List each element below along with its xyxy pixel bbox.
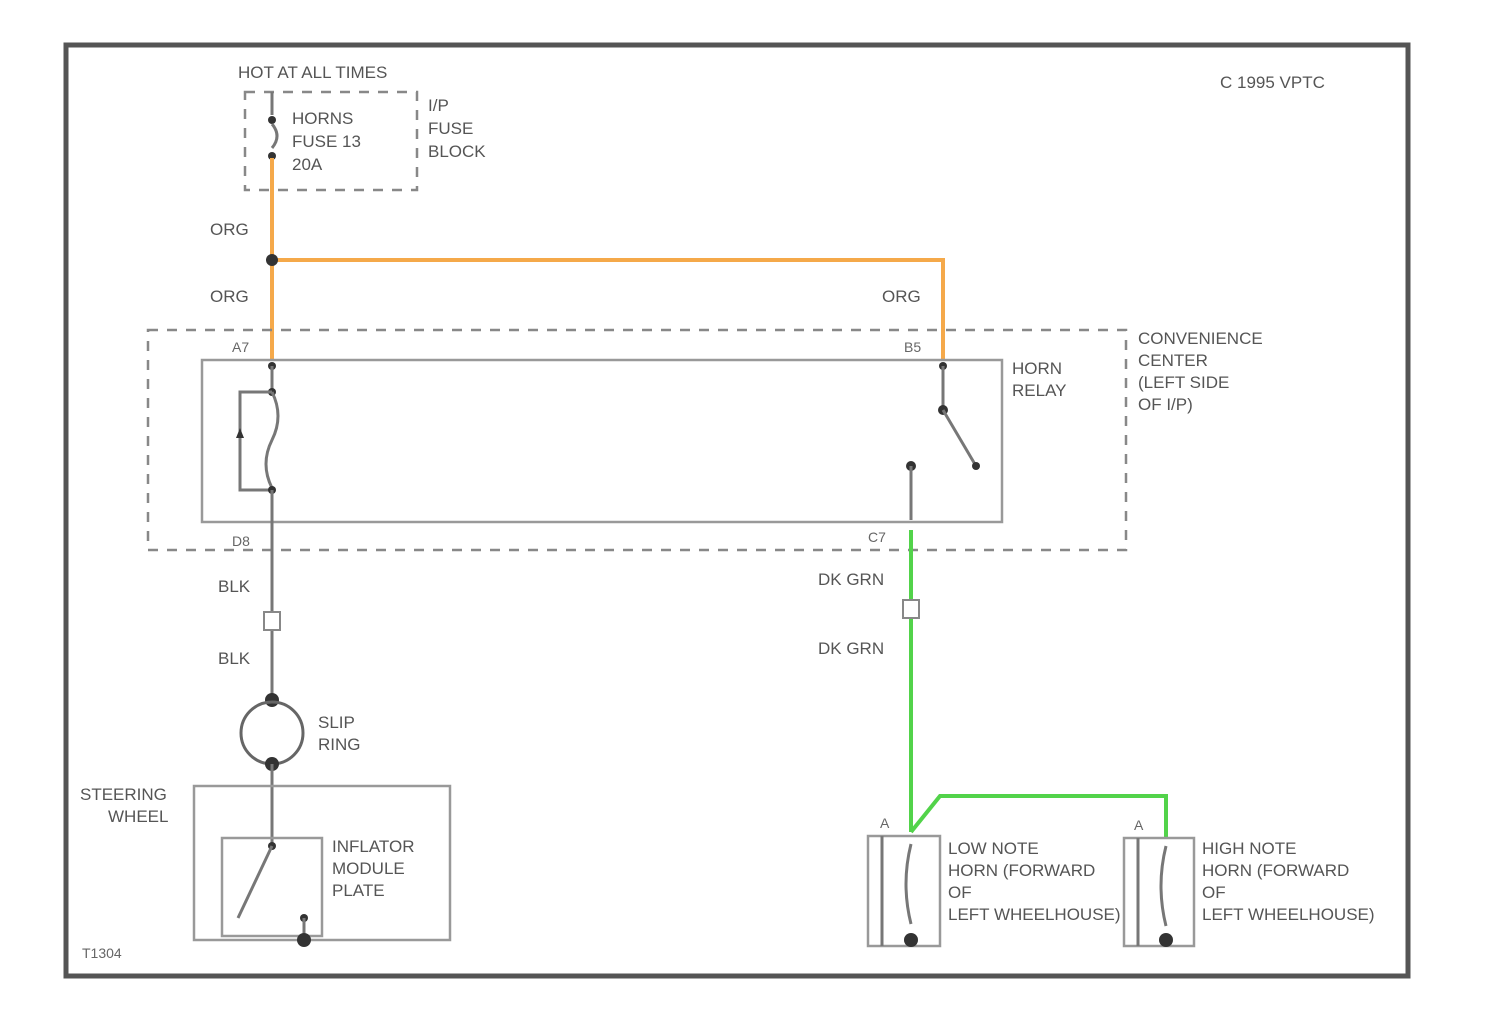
horn-relay-box: [202, 360, 1002, 522]
high-horn-icon: [1161, 846, 1166, 926]
steering-wheel-label-1: STEERING: [80, 785, 167, 804]
blk-wire-label-lower: BLK: [218, 649, 251, 668]
blk-wire-connector: [264, 612, 280, 630]
low-horn-label-3: OF: [948, 883, 972, 902]
high-horn-pin-label: A: [1134, 817, 1144, 833]
pin-d8: D8: [232, 533, 250, 549]
fuse-name-label: HORNS: [292, 109, 353, 128]
org-wire-splice-to-switch: [272, 260, 943, 360]
convenience-center-outline: [148, 330, 1126, 550]
fuse-block-label-3: BLOCK: [428, 142, 486, 161]
org-wire-label-left: ORG: [210, 287, 249, 306]
inflator-label-1: INFLATOR: [332, 837, 415, 856]
fuse-number-label: FUSE 13: [292, 132, 361, 151]
high-horn-label-2: HORN (FORWARD: [1202, 861, 1349, 880]
convenience-center-label-1: CONVENIENCE: [1138, 329, 1263, 348]
low-horn-label-1: LOW NOTE: [948, 839, 1039, 858]
pin-c7: C7: [868, 529, 886, 545]
relay-label-1: HORN: [1012, 359, 1062, 378]
org-wire-label-right: ORG: [882, 287, 921, 306]
dk-grn-wire-to-high-horn: [911, 796, 1166, 838]
dk-grn-connector: [903, 600, 919, 618]
slip-ring-label-1: SLIP: [318, 713, 355, 732]
blk-wire-label-upper: BLK: [218, 577, 251, 596]
pin-b5: B5: [904, 339, 921, 355]
low-horn-box: [868, 836, 940, 946]
fuse-symbol: [272, 124, 277, 148]
relay-label-2: RELAY: [1012, 381, 1067, 400]
high-horn-label-4: LEFT WHEELHOUSE): [1202, 905, 1375, 924]
pin-a7: A7: [232, 339, 249, 355]
ground-icon: [297, 933, 311, 947]
slip-ring-label-2: RING: [318, 735, 361, 754]
inflator-module-box: [222, 838, 322, 936]
low-horn-label-2: HORN (FORWARD: [948, 861, 1095, 880]
high-horn-box: [1124, 838, 1194, 946]
org-wire-label-upper: ORG: [210, 220, 249, 239]
convenience-center-label-3: (LEFT SIDE: [1138, 373, 1229, 392]
high-horn-label-1: HIGH NOTE: [1202, 839, 1296, 858]
splice-point: [266, 254, 278, 266]
steering-wheel-label-2: WHEEL: [108, 807, 168, 826]
fuse-rating-label: 20A: [292, 155, 323, 174]
low-horn-label-4: LEFT WHEELHOUSE): [948, 905, 1121, 924]
figure-id-label: T1304: [82, 945, 122, 961]
fuse-block-label-2: FUSE: [428, 119, 473, 138]
horn-switch-contact: [238, 846, 272, 918]
inflator-label-3: PLATE: [332, 881, 385, 900]
dk-grn-label-lower: DK GRN: [818, 639, 884, 658]
low-horn-pin-label: A: [880, 815, 890, 831]
high-horn-label-3: OF: [1202, 883, 1226, 902]
relay-switch-contact: [943, 410, 976, 466]
diagram-frame: [66, 45, 1408, 976]
fuse-block-label-1: I/P: [428, 96, 449, 115]
power-source-label: HOT AT ALL TIMES: [238, 63, 387, 82]
slip-ring-icon: [241, 702, 303, 764]
convenience-center-label-2: CENTER: [1138, 351, 1208, 370]
convenience-center-label-4: OF I/P): [1138, 395, 1193, 414]
copyright-label: C 1995 VPTC: [1220, 73, 1325, 92]
dk-grn-label-upper: DK GRN: [818, 570, 884, 589]
low-horn-icon: [906, 844, 911, 924]
relay-coil-icon: [266, 392, 278, 488]
inflator-label-2: MODULE: [332, 859, 405, 878]
